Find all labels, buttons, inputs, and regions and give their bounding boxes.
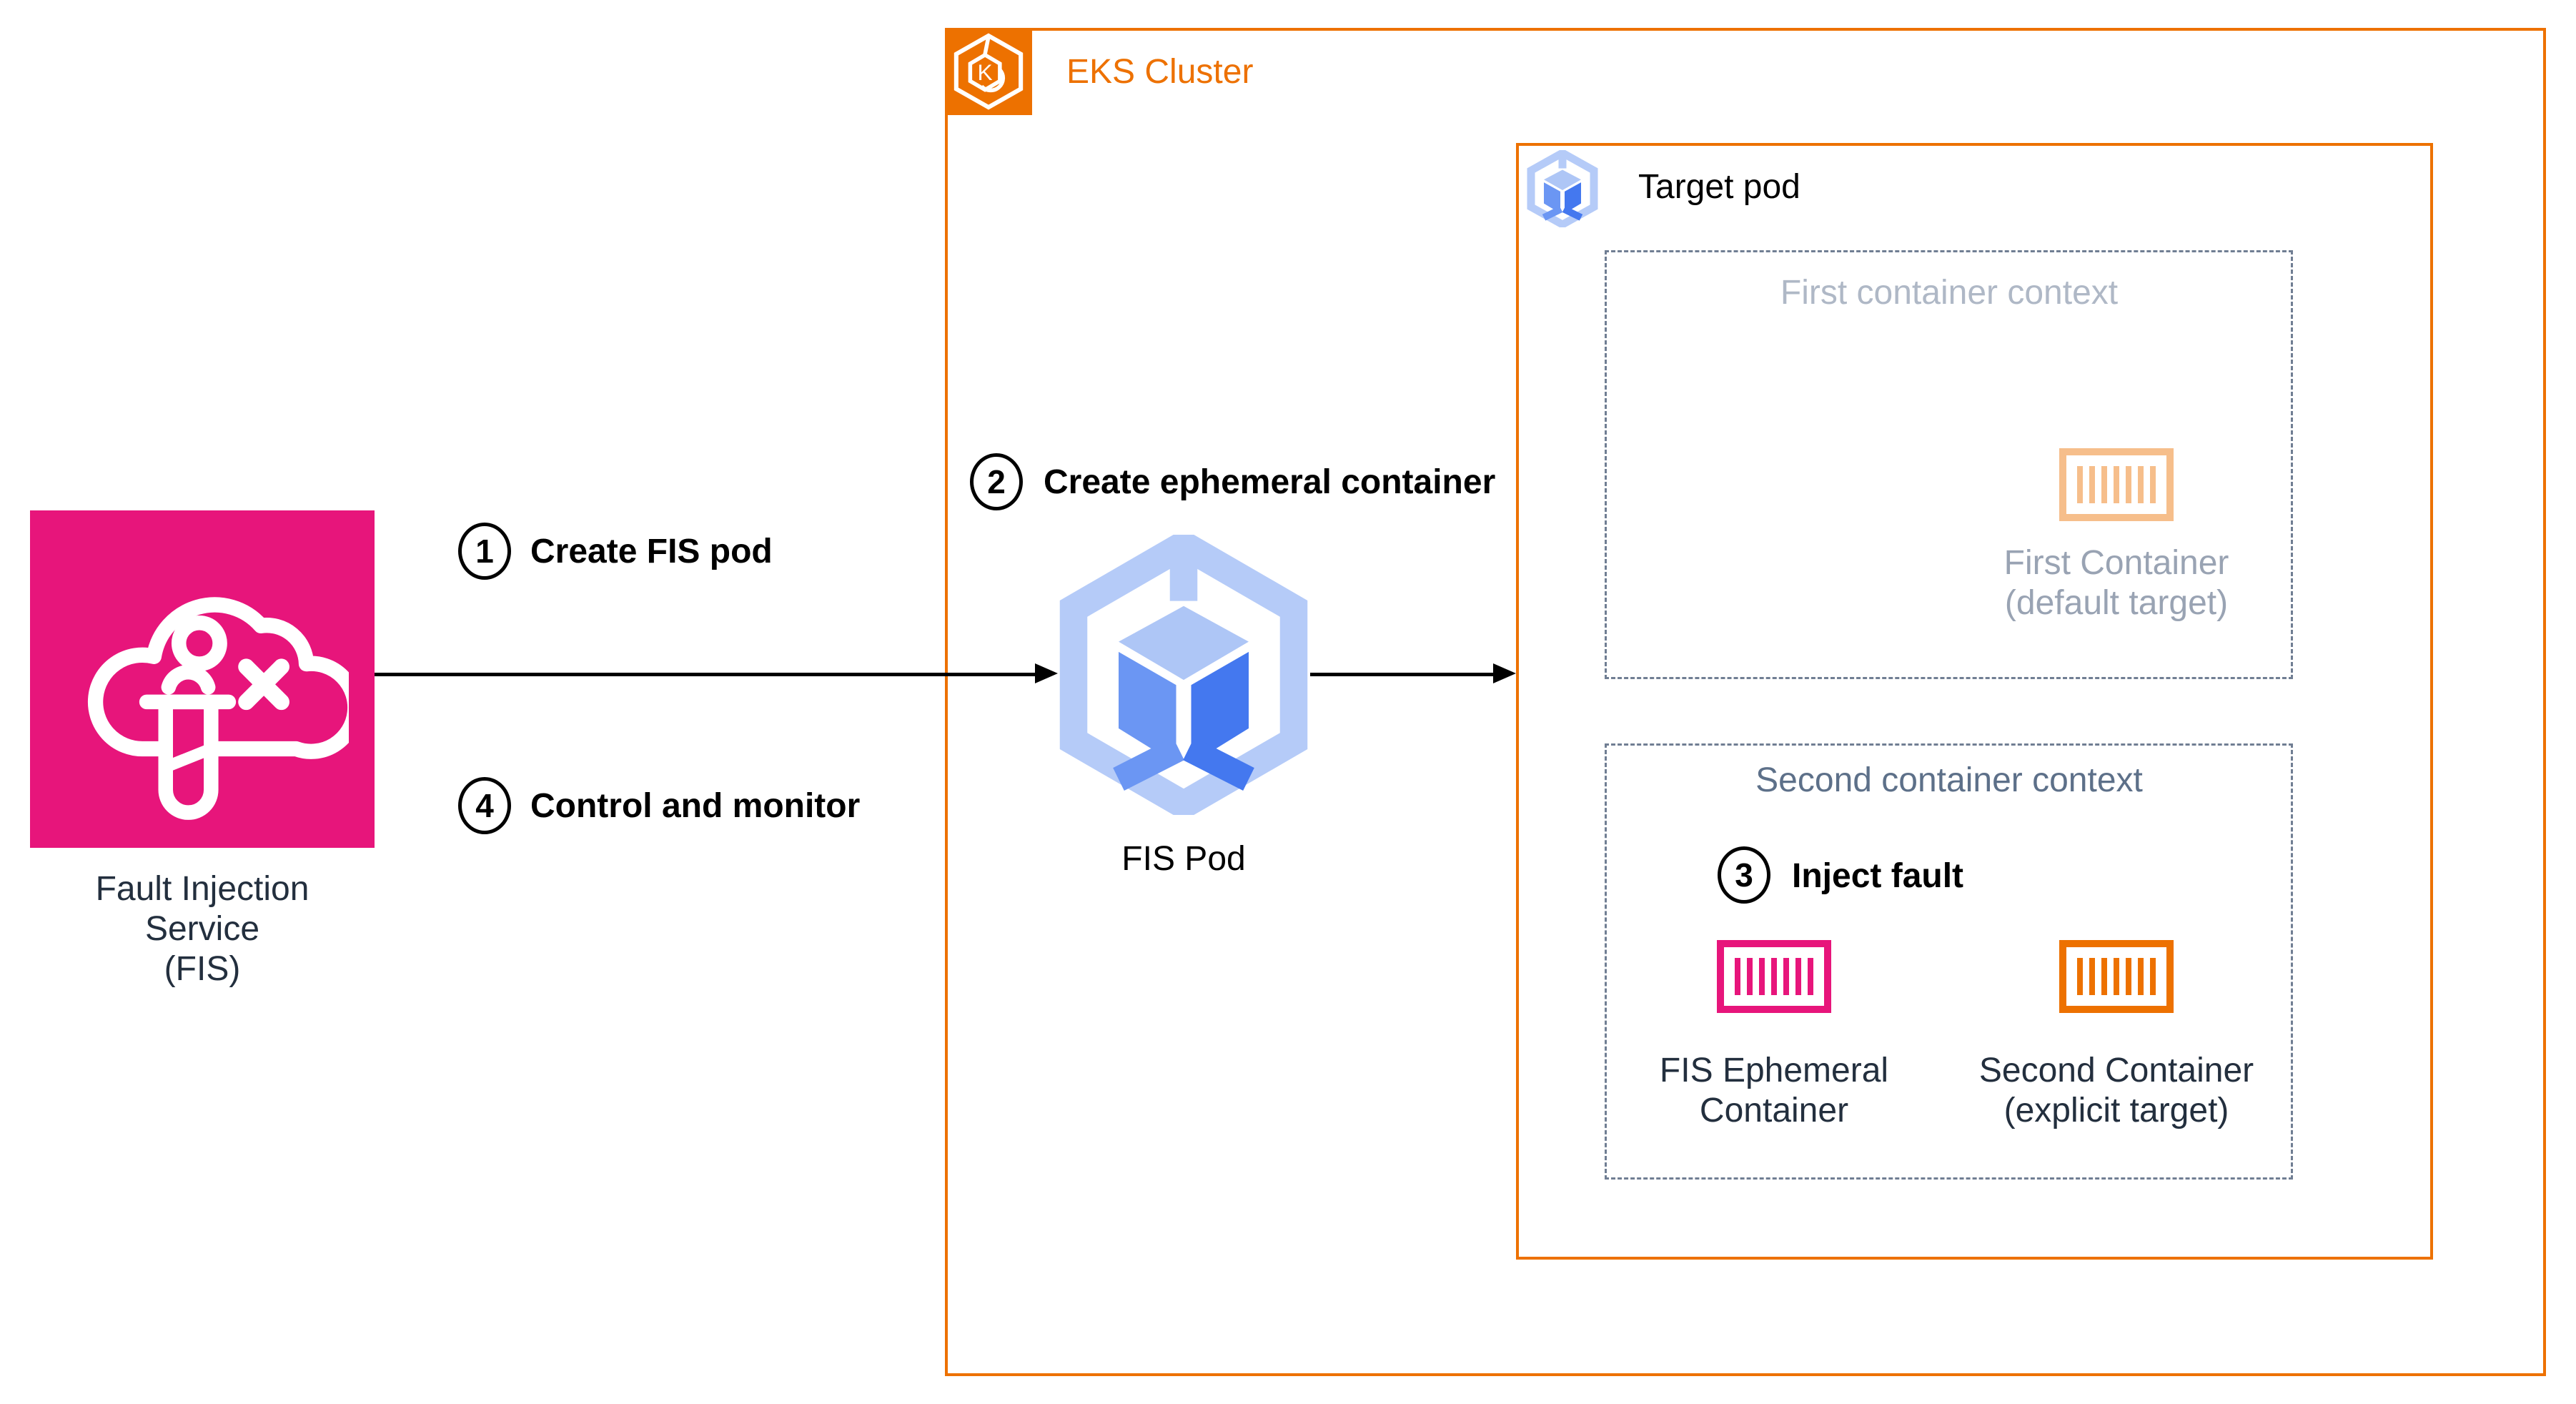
step-3-number: 3 <box>1735 856 1753 894</box>
fis-ephemeral-container-label-line: Container <box>1699 1092 1849 1129</box>
step-3-label: Inject fault <box>1792 857 1964 895</box>
arrow-pod-to-target <box>1310 673 1495 676</box>
step-4-badge: 4 <box>458 777 511 834</box>
second-container-context-title: Second container context <box>1755 761 2143 799</box>
first-container-context-box <box>1605 250 2293 679</box>
first-container-context-title: First container context <box>1780 274 2119 312</box>
step-1-badge: 1 <box>458 523 511 580</box>
target-pod-title: Target pod <box>1638 168 1800 206</box>
step-1-label: Create FIS pod <box>530 533 773 570</box>
step-2-badge: 2 <box>970 453 1023 510</box>
first-container-label: First Container (default target) <box>2004 543 2229 623</box>
fis-ephemeral-container-label-line: FIS Ephemeral <box>1659 1052 1889 1089</box>
first-container-icon <box>2059 448 2174 521</box>
target-pod-box <box>1516 143 2433 1260</box>
step-4-label: Control and monitor <box>530 787 861 825</box>
second-container-context-box <box>1605 743 2293 1180</box>
step-1-number: 1 <box>475 533 494 570</box>
first-container-label-line: First Container <box>2003 544 2229 582</box>
arrowhead-fis-to-pod <box>1035 663 1058 683</box>
fis-service-label: Fault Injection Service (FIS) <box>96 869 309 989</box>
second-container-icon <box>2059 940 2174 1013</box>
fis-pod-label: FIS Pod <box>1121 840 1246 878</box>
eks-cluster-box <box>945 28 2546 1376</box>
fis-service-label-line: Service <box>144 910 260 948</box>
fis-ephemeral-container-icon <box>1717 940 1831 1013</box>
donut-icon <box>171 615 227 671</box>
first-container-label-line: (default target) <box>2004 584 2229 622</box>
step-4-number: 4 <box>475 787 494 824</box>
test-tube-top-icon <box>161 665 216 695</box>
cloud-outline-icon <box>87 597 349 759</box>
test-tube-liquid-icon <box>164 743 214 772</box>
fis-ephemeral-container-label: FIS Ephemeral Container <box>1660 1051 1888 1131</box>
fault-injection-service-icon <box>87 597 349 820</box>
arrowhead-pod-to-target <box>1493 663 1516 683</box>
eks-icon <box>945 28 1032 115</box>
second-container-label-line: (explicit target) <box>2003 1092 2229 1129</box>
target-pod-icon <box>1527 150 1598 227</box>
step-3-badge: 3 <box>1718 846 1770 904</box>
fis-service-node <box>30 510 375 848</box>
fis-service-label-line: (FIS) <box>164 950 241 988</box>
eks-cluster-title: EKS Cluster <box>1066 53 1254 91</box>
fis-service-label-line: Fault Injection <box>95 870 309 908</box>
step-2-number: 2 <box>987 463 1006 500</box>
second-container-label-line: Second Container <box>1978 1052 2254 1089</box>
second-container-label: Second Container (explicit target) <box>1979 1051 2254 1131</box>
arrow-fis-to-pod <box>375 673 1036 676</box>
x-mark-icon <box>238 658 289 711</box>
fis-pod-icon <box>1059 535 1309 815</box>
step-2-label: Create ephemeral container <box>1044 463 1496 501</box>
